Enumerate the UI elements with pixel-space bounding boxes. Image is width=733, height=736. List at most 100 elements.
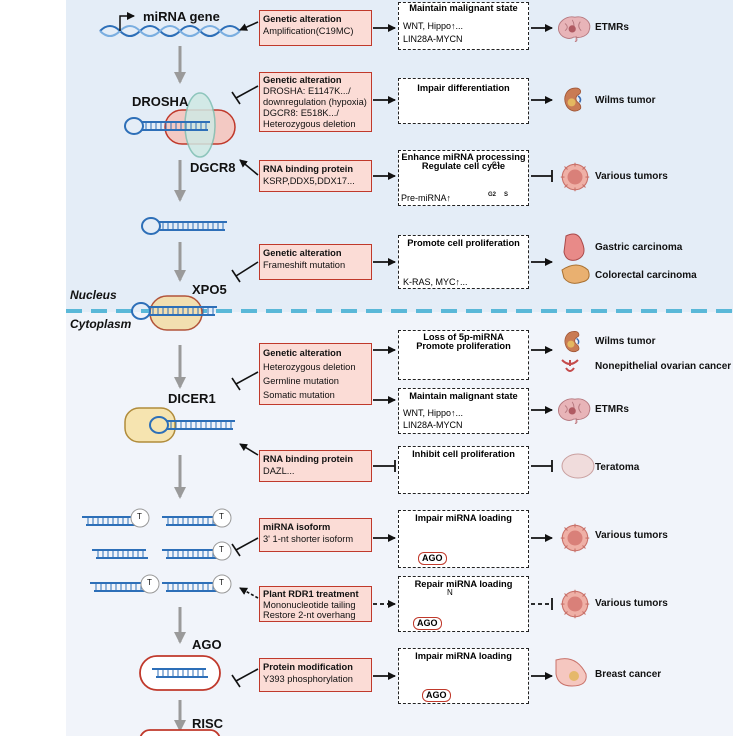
alteration-line: Germline mutation (263, 376, 339, 386)
alteration-heading: Protein modification (263, 662, 353, 672)
effect-box-malignant-1: Maintain malignant state WNT, Hippo↑... … (398, 2, 529, 50)
alteration-box-rdr1: Plant RDR1 treatment Mononucleotide tail… (259, 586, 372, 622)
ago-complex (139, 655, 221, 691)
effect-line: WNT, Hippo↑... (403, 21, 464, 31)
alteration-heading: Plant RDR1 treatment (263, 589, 359, 599)
ago-mini-label: AGO (422, 689, 451, 702)
alteration-line: Restore 2-nt overhang (263, 610, 356, 620)
effect-title: Impair differentiation (417, 83, 510, 93)
alteration-heading: Genetic alteration (263, 75, 342, 85)
alteration-line: Amplification(C19MC) (263, 26, 354, 36)
effect-title: Enhance miRNA processing (401, 152, 526, 162)
alteration-box-isoform: miRNA isoform 3' 1-nt shorter isoform (259, 518, 372, 552)
disease-label: Various tumors (595, 598, 668, 609)
mirna-duplex-isoforms (81, 508, 232, 594)
effect-line: LIN28A-MYCN (403, 420, 463, 430)
alteration-line: Somatic mutation (263, 390, 335, 400)
effect-title-2: Promote proliferation (416, 341, 511, 351)
effect-title: Impair miRNA loading (415, 651, 512, 661)
effect-title: Maintain malignant state (409, 391, 518, 401)
alteration-heading: RNA binding protein (263, 164, 354, 174)
risc-label: RISC (192, 716, 224, 731)
dicer1-label: DICER1 (168, 391, 216, 406)
disease-label: Breast cancer (595, 669, 662, 680)
alteration-heading: Genetic alteration (263, 348, 342, 358)
alteration-box-c19mc: Genetic alteration Amplification(C19MC) (259, 10, 372, 46)
risc-complex (139, 729, 221, 736)
cytoplasm-label: Cytoplasm (70, 317, 132, 331)
alteration-line: KSRP,DDX5,DDX17... (263, 176, 355, 186)
regulation-connectors (231, 21, 259, 688)
disease-label: Teratoma (595, 462, 640, 473)
effect-title: Loss of 5p-miRNA (423, 332, 504, 342)
effect-line: WNT, Hippo↑... (403, 408, 464, 418)
effect-box-proliferation: Promote cell proliferation K-RAS, MYC↑..… (398, 235, 529, 289)
disease-label: Wilms tumor (595, 95, 656, 106)
alteration-heading: miRNA isoform (263, 522, 331, 532)
disease-label: Nonepithelial ovarian cancer (595, 361, 732, 372)
alteration-box-rbp-ksrp: RNA binding protein KSRP,DDX5,DDX17... (259, 160, 372, 192)
mirna-gene-label: miRNA gene (143, 9, 220, 24)
alteration-box-xpo5: Genetic alteration Frameshift mutation (259, 244, 372, 280)
cell-cycle-g1: G1 (492, 162, 501, 168)
ago-mini-label: AGO (413, 617, 442, 630)
effect-title: Impair miRNA loading (415, 513, 512, 523)
alteration-line: Heterozygous deletion (263, 362, 356, 372)
isoform-end-label: T (219, 512, 224, 521)
alteration-heading: Genetic alteration (263, 14, 342, 24)
alteration-box-drosha-dgcr8: Genetic alteration DROSHA: E1147K.../ do… (259, 72, 372, 132)
disease-label: ETMRs (595, 22, 629, 33)
alteration-line: Mononucleotide tailing (263, 599, 356, 610)
effect-arrows (373, 24, 553, 680)
alteration-line: DAZL... (263, 466, 295, 476)
drosha-dgcr8-complex (123, 92, 236, 158)
ago-mini-label: AGO (418, 552, 447, 565)
alteration-heading: RNA binding protein (263, 454, 354, 464)
isoform-end-label: T (147, 578, 152, 587)
mirna-gene-dna (99, 12, 241, 37)
effect-line: K-RAS, MYC↑... (403, 277, 468, 287)
effect-box-processing: Enhance miRNA processing Regulate cell c… (398, 150, 529, 206)
xpo5-complex (130, 295, 219, 331)
alteration-line: 3' 1-nt shorter isoform (263, 534, 354, 544)
alteration-line: Heterozygous deletion (263, 119, 356, 129)
alteration-line: downregulation (hypoxia) (263, 97, 367, 107)
isoform-end-label: T (219, 578, 224, 587)
cell-cycle-g2: G2 (488, 192, 497, 198)
disease-label: Wilms tumor (595, 336, 656, 347)
effect-title: Promote cell proliferation (407, 238, 520, 248)
effect-box-loss-5p: Loss of 5p-miRNA Promote proliferation (398, 330, 529, 380)
effect-title: Repair miRNA loading (414, 579, 513, 589)
alteration-line: Y393 phosphorylation (263, 674, 353, 684)
alteration-box-ago-phospho: Protein modification Y393 phosphorylatio… (259, 658, 372, 692)
disease-label: Colorectal carcinoma (595, 270, 697, 281)
drosha-label: DROSHA (132, 94, 189, 109)
alteration-line: DGCR8: E518K.../ (263, 108, 339, 118)
isoform-end-label: T (137, 512, 142, 521)
disease-label: Various tumors (595, 171, 668, 182)
nucleus-label: Nucleus (70, 288, 117, 302)
alteration-line: DROSHA: E1147K.../ (263, 86, 351, 96)
effect-title: Inhibit cell proliferation (412, 449, 515, 459)
effect-box-malignant-2: Maintain malignant state WNT, Hippo↑... … (398, 388, 529, 434)
disease-icons (555, 16, 595, 687)
effect-line: LIN28A-MYCN (403, 34, 463, 44)
effect-box-impair-loading-2: Impair miRNA loading AGO (398, 648, 529, 704)
disease-label: ETMRs (595, 404, 629, 415)
isoform-end-label: T (219, 545, 224, 554)
xpo5-label: XPO5 (192, 282, 227, 297)
effect-box-impair-loading-1: Impair miRNA loading AGO (398, 510, 529, 568)
dicer1-complex (124, 407, 237, 443)
effect-line: Pre-miRNA↑ (401, 193, 452, 203)
repair-end-label: N (447, 588, 453, 597)
disease-label: Gastric carcinoma (595, 242, 683, 253)
dgcr8-label: DGCR8 (190, 160, 236, 175)
ago-label: AGO (192, 637, 222, 652)
alteration-heading: Genetic alteration (263, 248, 342, 258)
effect-box-inhibit-proliferation: Inhibit cell proliferation (398, 446, 529, 494)
effect-box-repair-loading: Repair miRNA loading N AGO (398, 576, 529, 632)
alteration-box-dicer1: Genetic alteration Heterozygous deletion… (259, 343, 372, 405)
cell-cycle-s: S (504, 192, 509, 198)
effect-title-2: Regulate cell cycle (421, 161, 506, 171)
